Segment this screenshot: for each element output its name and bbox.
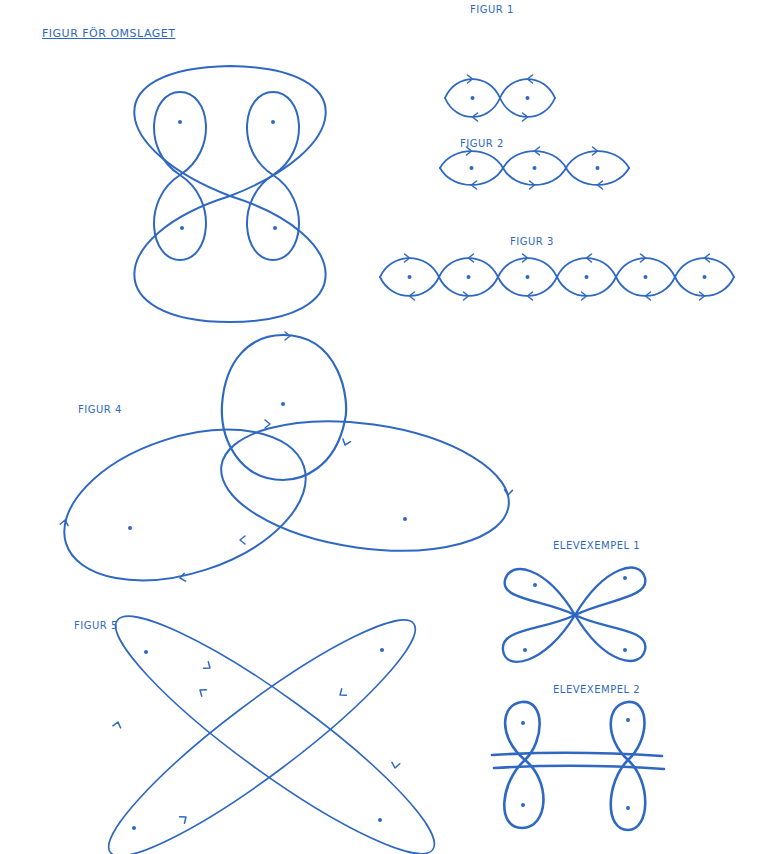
- figure-label: ELEVEXEMPEL 1: [553, 540, 640, 551]
- crossed-loops: [503, 568, 646, 662]
- diagonal-loop: [95, 590, 455, 854]
- direction-arrow: [528, 292, 533, 300]
- direction-arrow: [265, 420, 270, 428]
- sheet-title: FIGUR FÖR OMSLAGET: [42, 28, 175, 40]
- center-dot: [533, 166, 537, 170]
- center-dot: [471, 96, 475, 100]
- center-dot: [403, 517, 407, 521]
- figure-label: FIGUR 1: [470, 4, 514, 15]
- center-dot: [526, 275, 530, 279]
- direction-arrow: [582, 292, 587, 300]
- center-dot: [408, 275, 412, 279]
- chain-strand: [445, 79, 555, 117]
- figure-label: FIGUR 3: [510, 236, 554, 247]
- direction-arrow: [705, 254, 710, 262]
- diagonal-loop: [89, 595, 436, 854]
- direction-arrow: [469, 254, 474, 262]
- center-dot: [533, 583, 537, 587]
- center-dot: [623, 576, 627, 580]
- direction-arrow: [587, 254, 592, 262]
- center-dot: [273, 226, 277, 230]
- direction-arrow: [593, 147, 598, 155]
- direction-arrow: [180, 814, 189, 823]
- crossing-band: [492, 753, 664, 769]
- center-dot: [596, 166, 600, 170]
- center-dot: [128, 526, 132, 530]
- center-dot: [178, 120, 182, 124]
- top-loop: [222, 335, 346, 480]
- inner-figure-eight: [247, 92, 299, 260]
- direction-arrow: [530, 181, 535, 189]
- direction-arrow: [198, 687, 207, 696]
- center-dot: [467, 275, 471, 279]
- direction-arrow: [410, 292, 415, 300]
- direction-arrow: [468, 75, 473, 83]
- center-dot: [281, 402, 285, 406]
- direction-arrow: [204, 662, 213, 671]
- left-loop: [45, 402, 325, 609]
- direction-arrow: [700, 292, 705, 300]
- direction-arrow: [528, 75, 533, 83]
- center-dot: [521, 803, 525, 807]
- direction-arrow: [405, 254, 410, 262]
- figure-label: FIGUR 2: [460, 138, 504, 149]
- direction-arrow: [473, 113, 478, 121]
- center-dot: [470, 166, 474, 170]
- direction-arrow: [60, 519, 69, 525]
- figure-label: FIGUR 5: [74, 620, 118, 631]
- direction-arrow: [646, 292, 651, 300]
- direction-arrow: [598, 181, 603, 189]
- center-dot: [521, 721, 525, 725]
- outer-figure-eight: [134, 66, 325, 322]
- direction-arrow: [535, 147, 540, 155]
- chain-strand: [380, 258, 734, 296]
- figure-label: FIGUR 4: [78, 404, 122, 415]
- direction-arrow: [179, 573, 185, 582]
- center-dot: [144, 650, 148, 654]
- direction-arrow: [472, 181, 477, 189]
- right-loop: [213, 404, 517, 567]
- direction-arrow: [341, 439, 350, 446]
- center-dot: [378, 818, 382, 822]
- center-dot: [526, 96, 530, 100]
- direction-arrow: [504, 490, 512, 496]
- direction-arrow: [391, 762, 400, 768]
- direction-arrow: [338, 689, 347, 698]
- center-dot: [585, 275, 589, 279]
- inner-figure-eight: [154, 92, 206, 260]
- sketch-group: [45, 66, 734, 854]
- direction-arrow: [285, 332, 290, 340]
- center-dot: [623, 648, 627, 652]
- chain-strand: [380, 258, 734, 296]
- direction-arrow: [464, 292, 469, 300]
- center-dot: [380, 648, 384, 652]
- center-dot: [644, 275, 648, 279]
- chain-strand: [440, 151, 629, 185]
- center-dot: [626, 806, 630, 810]
- chain-strand: [440, 151, 629, 185]
- direction-arrow: [641, 254, 646, 262]
- direction-arrow: [113, 721, 122, 728]
- center-dot: [703, 275, 707, 279]
- center-dot: [180, 226, 184, 230]
- center-dot: [271, 120, 275, 124]
- center-dot: [132, 826, 136, 830]
- direction-arrow: [240, 536, 245, 544]
- figure-label: ELEVEXEMPEL 2: [553, 684, 640, 695]
- chain-strand: [445, 79, 555, 117]
- direction-arrow: [523, 113, 528, 121]
- center-dot: [523, 648, 527, 652]
- direction-arrow: [523, 254, 528, 262]
- center-dot: [626, 718, 630, 722]
